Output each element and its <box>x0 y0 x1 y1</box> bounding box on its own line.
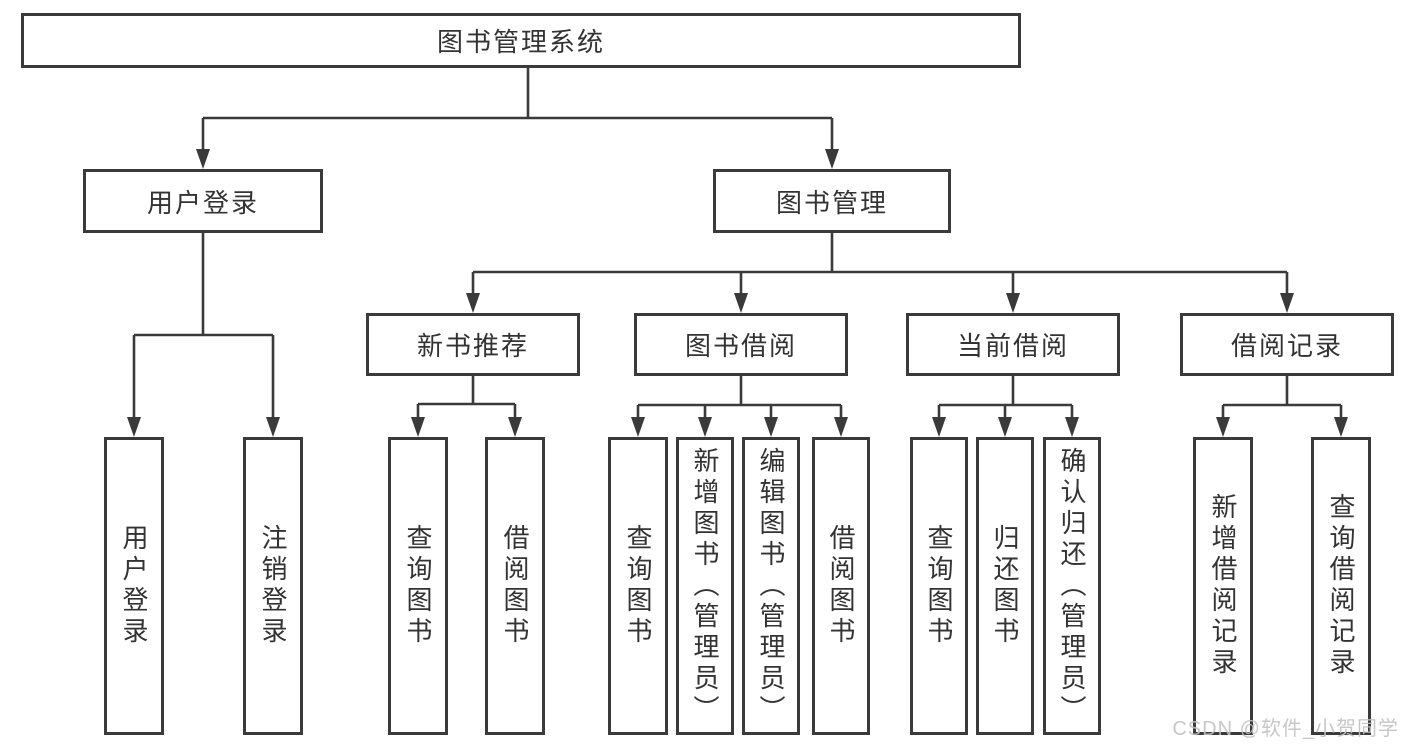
node-label: 图书管理系统 <box>436 27 605 57</box>
node-label: 当前借阅 <box>956 331 1069 361</box>
node-label: 图书管理 <box>775 187 888 218</box>
leaf-return-book: 归还图书 <box>976 437 1034 735</box>
leaf-label: 确认归还（管理员） <box>1057 446 1087 726</box>
node-user-login-branch: 用户登录 <box>83 169 323 233</box>
node-library-system: 图书管理系统 <box>21 13 1021 68</box>
leaf-label: 查询借阅记录 <box>1326 493 1356 679</box>
leaf-label: 归还图书 <box>990 524 1020 648</box>
csdn-watermark: CSDN @软件_小贺同学 <box>1172 718 1399 740</box>
leaf-label: 注销登录 <box>258 524 288 648</box>
leaf-edit-book-admin: 编辑图书（管理员） <box>742 437 800 735</box>
node-current-borrow: 当前借阅 <box>906 313 1120 376</box>
leaf-query-book: 查询图书 <box>608 437 668 735</box>
node-label: 借阅记录 <box>1230 331 1343 361</box>
node-book-borrow: 图书借阅 <box>634 313 848 376</box>
leaf-add-book-admin: 新增图书（管理员） <box>676 437 734 735</box>
node-borrow-records: 借阅记录 <box>1180 313 1394 376</box>
node-label: 用户登录 <box>146 187 259 218</box>
leaf-user-login: 用户登录 <box>104 437 164 735</box>
leaf-label: 查询图书 <box>403 524 433 648</box>
leaf-query-borrow-record: 查询借阅记录 <box>1311 437 1371 735</box>
leaf-query-book: 查询图书 <box>910 437 968 735</box>
leaf-label: 查询图书 <box>623 524 653 648</box>
leaf-add-borrow-record: 新增借阅记录 <box>1193 437 1253 735</box>
leaf-label: 编辑图书（管理员） <box>756 446 786 726</box>
node-label: 新书推荐 <box>416 331 529 361</box>
leaf-label: 借阅图书 <box>500 524 530 648</box>
arrowheads <box>127 149 1348 437</box>
node-new-book-recommend: 新书推荐 <box>366 313 580 376</box>
leaf-confirm-return-admin: 确认归还（管理员） <box>1043 437 1101 735</box>
leaf-borrow-book: 借阅图书 <box>812 437 870 735</box>
leaf-logout: 注销登录 <box>243 437 303 735</box>
node-book-management-branch: 图书管理 <box>713 169 951 233</box>
leaf-label: 新增图书（管理员） <box>690 446 720 726</box>
leaf-label: 借阅图书 <box>826 524 856 648</box>
leaf-query-book: 查询图书 <box>388 437 448 735</box>
leaf-borrow-book: 借阅图书 <box>485 437 545 735</box>
leaf-label: 新增借阅记录 <box>1208 493 1238 679</box>
node-label: 图书借阅 <box>684 331 797 361</box>
leaf-label: 用户登录 <box>119 524 149 648</box>
leaf-label: 查询图书 <box>924 524 954 648</box>
